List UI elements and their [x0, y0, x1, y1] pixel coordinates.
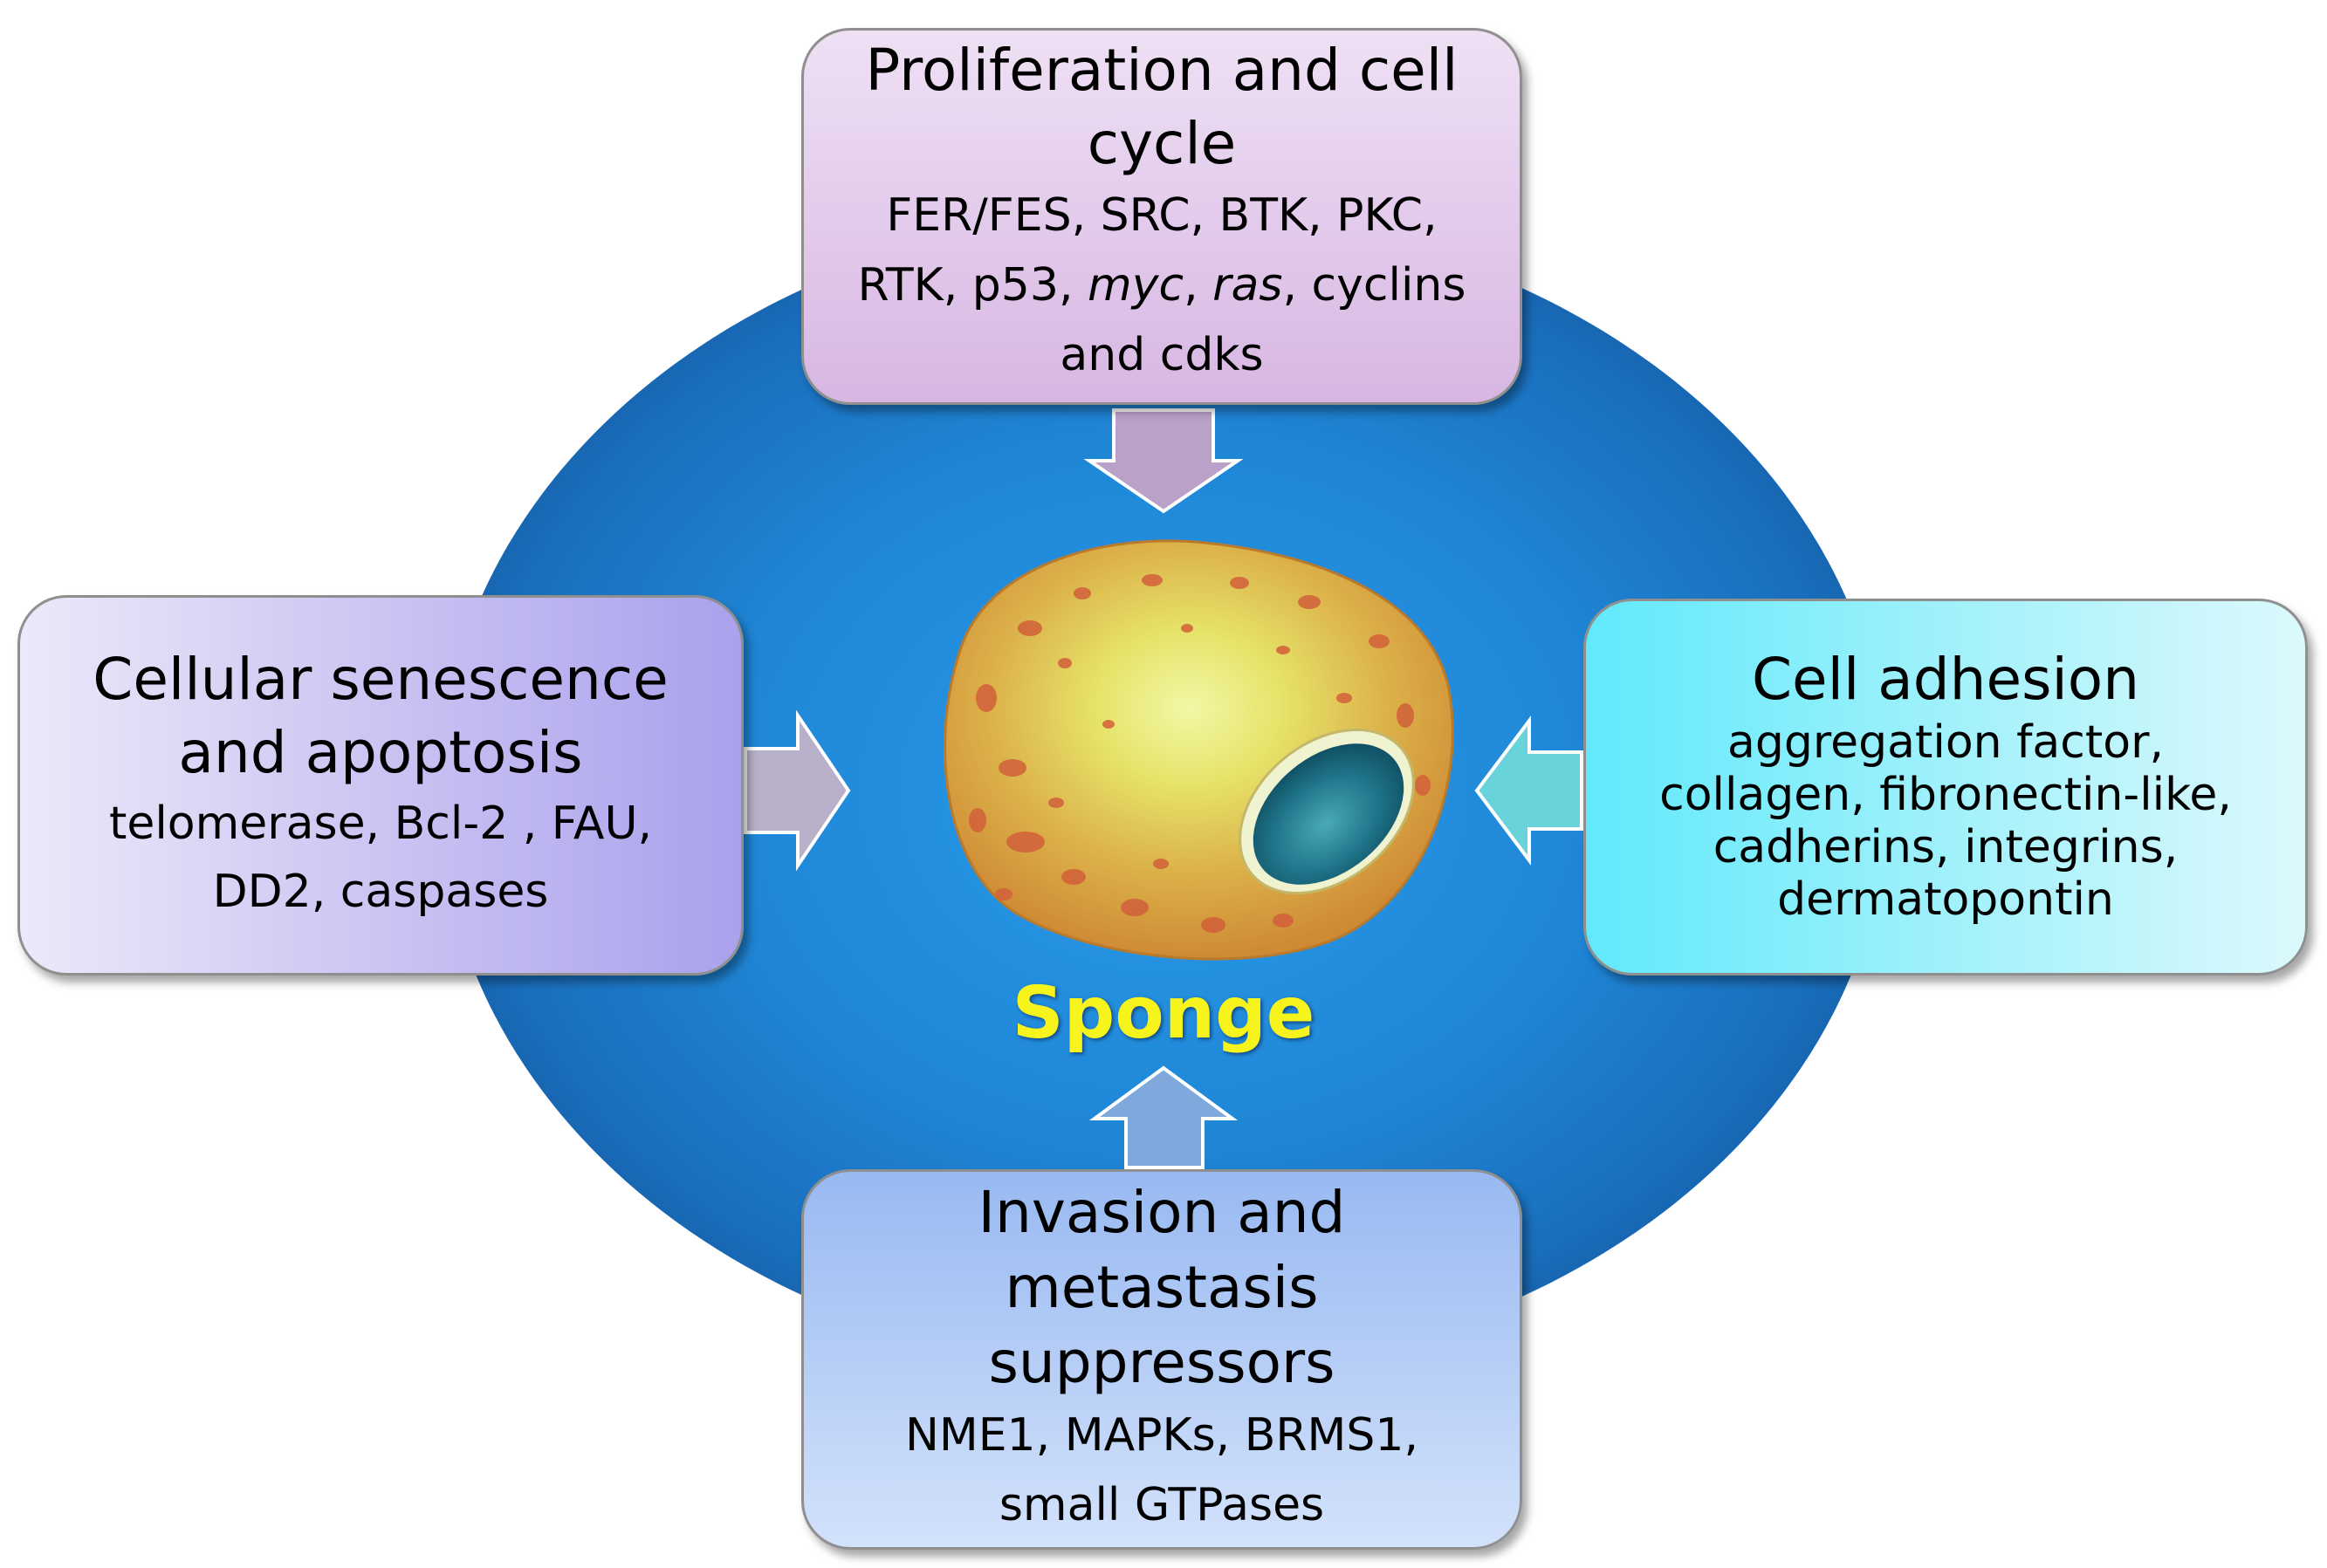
- sponge-cell-illustration: [944, 539, 1454, 961]
- box-title: Invasion and metastasis suppressors: [804, 1175, 1520, 1400]
- gene-list-line: dermatopontin: [1777, 873, 2114, 926]
- arrow-bottom: [1088, 1065, 1239, 1169]
- title-line: Cell adhesion: [1751, 646, 2140, 713]
- invasion-metastasis-box: Invasion and metastasis suppressors NME1…: [801, 1169, 1522, 1550]
- title-line: and apoptosis: [178, 719, 583, 786]
- gene-list-line: telomerase, Bcl-2 , FAU,: [108, 798, 653, 850]
- sponge-label: Sponge: [1012, 972, 1315, 1055]
- gene-list-line: cadherins, integrins,: [1713, 821, 2179, 873]
- box-body: FER/FES, SRC, BTK, PKC, RTK, p53, myc, r…: [804, 181, 1520, 390]
- gene-myc: myc: [1088, 259, 1184, 312]
- title-line: suppressors: [988, 1329, 1335, 1396]
- gene-list-line: FER/FES, SRC, BTK, PKC,: [886, 189, 1438, 242]
- gene-list-text: ,: [1184, 259, 1213, 312]
- gene-list-line: aggregation factor,: [1727, 716, 2164, 769]
- gene-list-text: , cyclins: [1282, 259, 1466, 312]
- title-line: Proliferation and cell: [865, 37, 1459, 104]
- arrow-left: [744, 709, 851, 872]
- title-line: Invasion and: [978, 1179, 1346, 1246]
- box-body: telomerase, Bcl-2 , FAU, DD2, caspases: [20, 790, 741, 926]
- gene-list-line: collagen, fibronectin-like,: [1659, 769, 2232, 821]
- proliferation-cell-cycle-box: Proliferation and cell cycle FER/FES, SR…: [801, 28, 1522, 405]
- box-title: Proliferation and cell cycle: [804, 34, 1520, 181]
- gene-list-line: DD2, caspases: [212, 866, 549, 918]
- gene-list-line: and cdks: [1060, 329, 1264, 381]
- title-line: cycle: [1087, 110, 1237, 177]
- box-title: Cellular senescence and apoptosis: [20, 643, 741, 790]
- gene-list-line: small GTPases: [999, 1479, 1325, 1531]
- box-body: aggregation factor, collagen, fibronecti…: [1586, 716, 2305, 926]
- title-line: metastasis: [1005, 1254, 1319, 1321]
- box-title: Cell adhesion: [1586, 643, 2305, 716]
- box-body: NME1, MAPKs, BRMS1, small GTPases: [804, 1400, 1520, 1540]
- arrow-top: [1083, 408, 1244, 514]
- gene-list-text: RTK, p53,: [857, 259, 1088, 312]
- gene-list-line: NME1, MAPKs, BRMS1,: [904, 1409, 1419, 1462]
- gene-ras: ras: [1212, 259, 1283, 312]
- title-line: Cellular senescence: [93, 646, 669, 713]
- arrow-right: [1474, 716, 1583, 866]
- senescence-apoptosis-box: Cellular senescence and apoptosis telome…: [17, 595, 744, 976]
- cell-adhesion-box: Cell adhesion aggregation factor, collag…: [1583, 599, 2308, 976]
